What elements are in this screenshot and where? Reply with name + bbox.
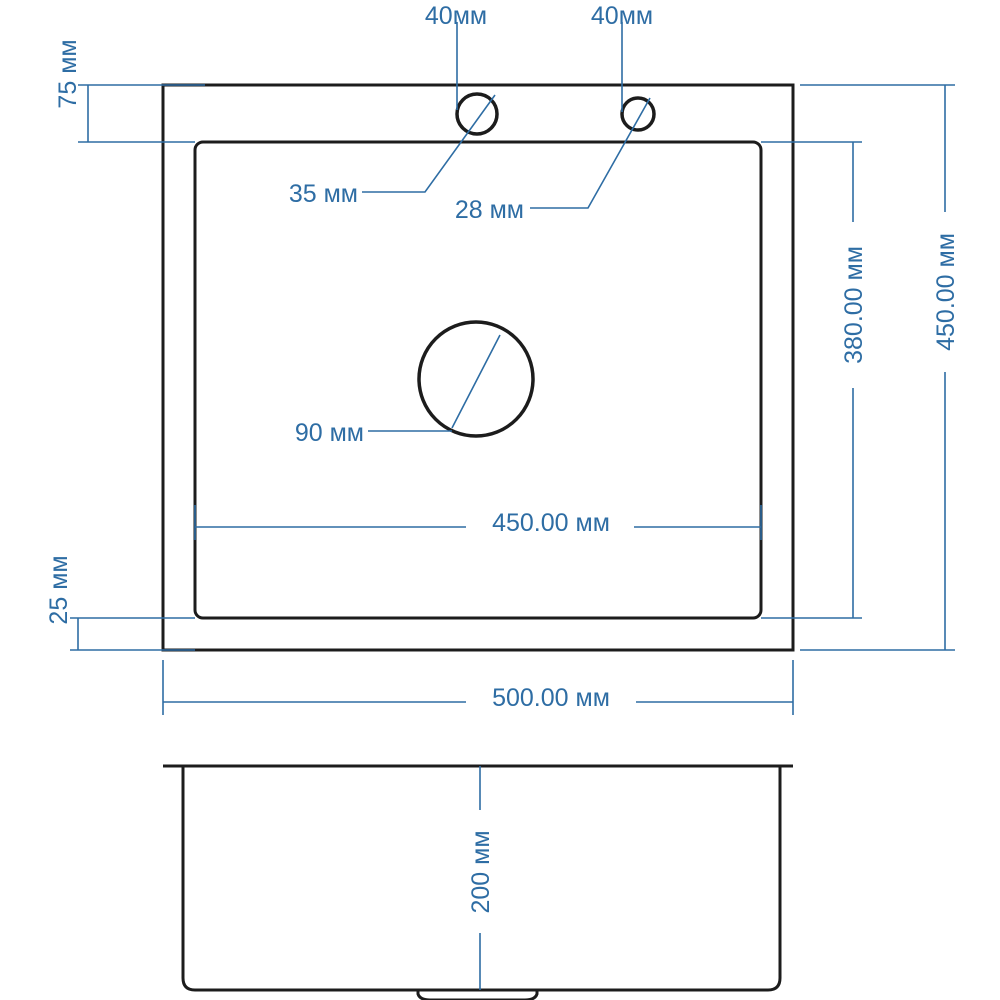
sink-side-view (163, 764, 793, 1000)
sink-top-view (161, 83, 795, 652)
dim-hole-left-diameter-leader (362, 94, 496, 193)
side-view-drain (416, 990, 539, 1000)
label-bowl-width: 450.00 мм (492, 509, 610, 537)
label-hole-right-diameter: 28 мм (455, 196, 524, 224)
sink-outer-rim (161, 83, 795, 652)
drain-hole (417, 320, 535, 438)
sink-bowl (193, 140, 763, 620)
faucet-hole-left (455, 92, 499, 136)
label-total-depth: 450.00 мм (932, 233, 960, 351)
label-drain-diameter: 90 мм (295, 419, 364, 447)
dimension-labels: 40мм 40мм 75 мм 35 мм 28 мм 380.00 мм 45… (45, 2, 960, 914)
dimension-lines (70, 22, 955, 990)
side-view-bowl (181, 766, 782, 992)
label-top-margin: 75 мм (54, 39, 82, 108)
label-bottom-margin: 25 мм (45, 555, 73, 624)
label-hole-right-spacing: 40мм (591, 2, 653, 30)
label-hole-left-diameter: 35 мм (289, 180, 358, 208)
dim-drain-diagonal (451, 334, 501, 429)
label-total-width: 500.00 мм (492, 684, 610, 712)
label-hole-left-spacing: 40мм (425, 2, 487, 30)
label-inner-depth: 380.00 мм (840, 246, 868, 364)
label-bowl-height: 200 мм (467, 830, 495, 913)
dim-hole-right-diameter-leader (530, 97, 651, 209)
faucet-hole-right (620, 96, 656, 132)
